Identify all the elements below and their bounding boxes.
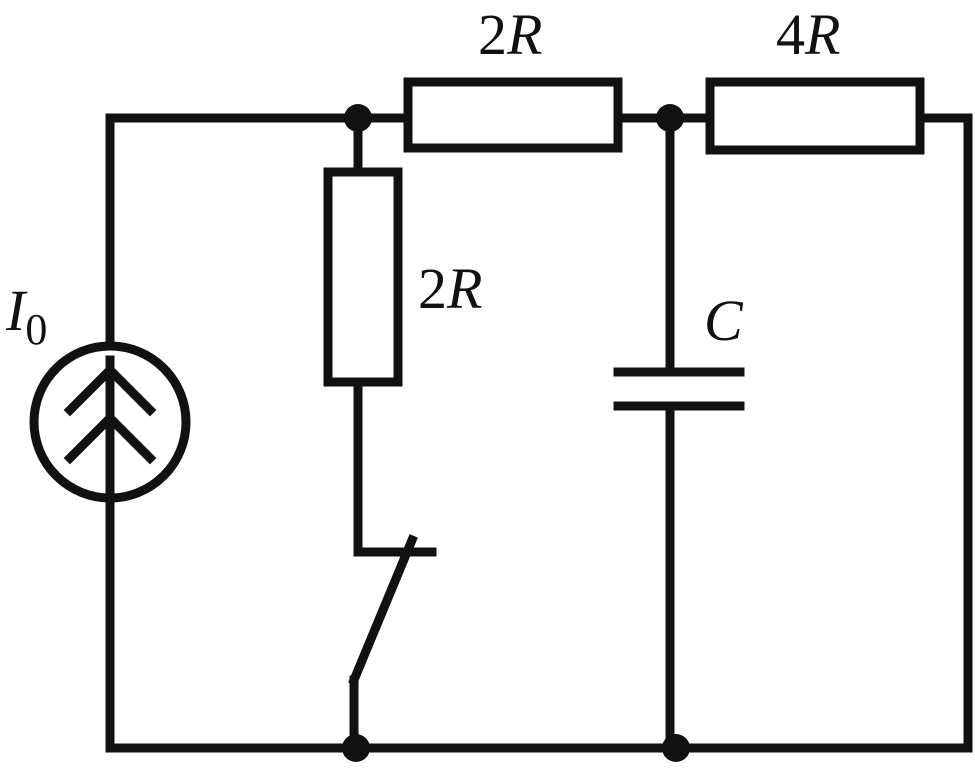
label-resistor-top-right: 4R [776,2,840,67]
switch-blade [348,534,418,686]
label-resistor-vertical: 2R [418,256,482,321]
wires [105,113,973,753]
junction-node-top-left [344,104,372,132]
current-source [29,341,191,503]
label-resistor-top-left: 2R [478,2,542,67]
resistor-top-left [403,77,623,153]
label-capacitor: C [704,288,744,353]
resistor-vertical [323,167,403,387]
resistor-top-right [705,77,925,155]
junction-node-top-right [656,104,684,132]
junction-node-bottom-right [662,734,690,762]
junction-node-bottom-left [342,734,370,762]
current-arrow-lower [63,411,157,465]
label-current-source: I0 [5,278,47,354]
current-arrow-upper [63,363,157,417]
